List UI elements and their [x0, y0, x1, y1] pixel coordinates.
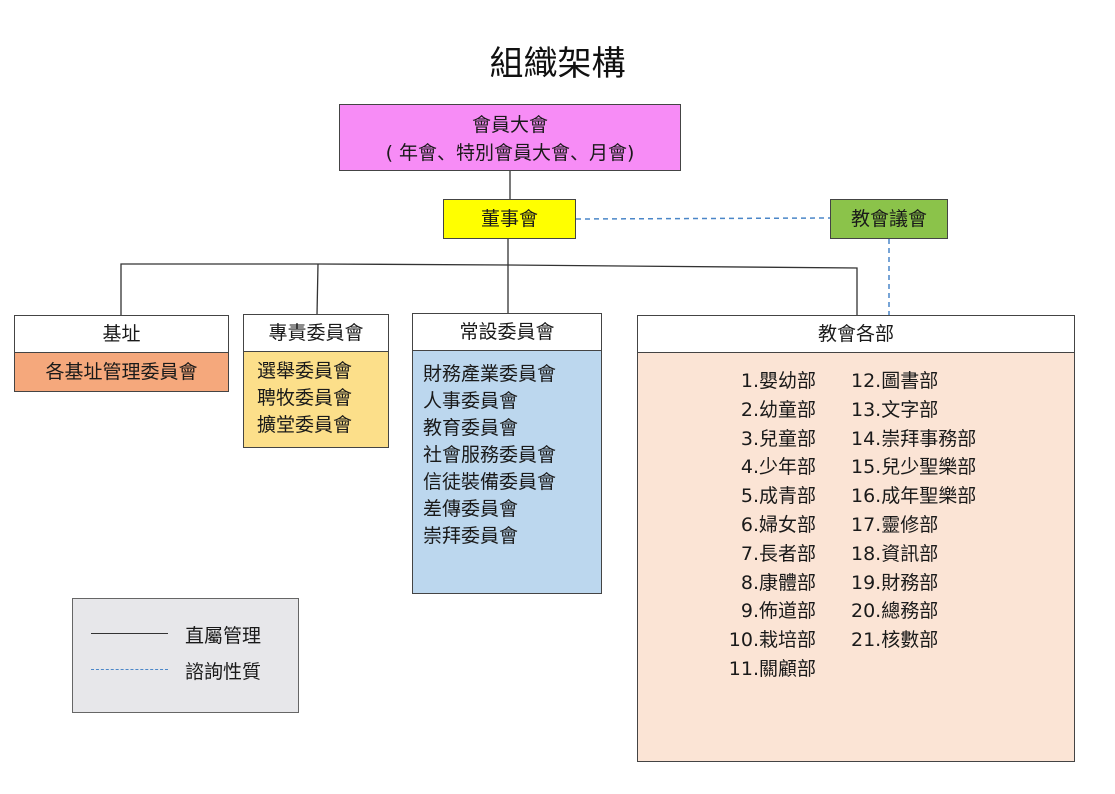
- board-box: 董事會: [443, 199, 576, 239]
- list-item: 9.佈道部: [740, 600, 816, 623]
- list-item: 16.成年聖樂部: [851, 485, 977, 508]
- list-item: 19.財務部: [851, 571, 939, 594]
- list-item: 人事委員會: [423, 390, 519, 412]
- list-item: 8.康體部: [740, 571, 816, 594]
- list-item: 13.文字部: [851, 398, 939, 421]
- site-header: 基址: [14, 315, 229, 353]
- list-item: 信徒裝備委員會: [423, 471, 557, 493]
- assembly-subtitle: ( 年會、特別會員大會、月會): [385, 142, 635, 164]
- list-item: 18.資訊部: [851, 542, 939, 565]
- list-item: 崇拜委員會: [423, 525, 519, 547]
- assembly-title: 會員大會: [471, 114, 548, 136]
- direct-line-swatch: [91, 633, 168, 634]
- list-item: 1.嬰幼部: [740, 370, 816, 392]
- list-item: 4.少年部: [740, 456, 816, 479]
- list-item: 財務產業委員會: [423, 363, 557, 385]
- list-item: 社會服務委員會: [423, 444, 557, 466]
- departments-header: 教會各部: [637, 315, 1075, 353]
- list-item: 14.崇拜事務部: [851, 427, 977, 450]
- list-item: 15.兒少聖樂部: [851, 456, 977, 479]
- list-item: 聘牧委員會: [257, 387, 353, 409]
- site-management-box: 各基址管理委員會: [14, 352, 229, 392]
- branch-horizontal-line: [120, 263, 858, 315]
- list-item: 21.核數部: [851, 629, 939, 652]
- list-item: 11.關顧部: [728, 657, 816, 680]
- page-title: 組織架構: [489, 44, 626, 84]
- legend-advisory-label: 諮詢性質: [185, 661, 262, 683]
- list-item: 擴堂委員會: [257, 414, 353, 436]
- departments-column-2: 12.圖書部 13.文字部 14.崇拜事務部 15.兒少聖樂部 16.成年聖樂部…: [851, 367, 976, 655]
- list-item: 6.婦女部: [740, 513, 816, 536]
- legend: 直屬管理 諮詢性質: [72, 598, 299, 713]
- list-item: 選舉委員會: [257, 360, 353, 382]
- legend-direct-label: 直屬管理: [185, 625, 262, 647]
- list-item: 12.圖書部: [851, 370, 939, 392]
- branch-to-special-line: [316, 263, 319, 316]
- list-item: 7.長者部: [740, 542, 816, 565]
- list-item: 3.兒童部: [740, 427, 816, 450]
- list-item: 教育委員會: [423, 417, 519, 439]
- standing-committees-list: 財務產業委員會 人事委員會 教育委員會 社會服務委員會 信徒裝備委員會 差傳委員…: [412, 350, 602, 594]
- church-council-box: 教會議會: [830, 199, 948, 239]
- list-item: 20.總務部: [851, 600, 939, 623]
- list-item: 17.靈修部: [851, 513, 939, 536]
- list-item: 2.幼童部: [740, 398, 816, 421]
- special-committees-header: 專責委員會: [243, 314, 389, 352]
- special-committees-list: 選舉委員會 聘牧委員會 擴堂委員會: [243, 351, 389, 448]
- departments-list: 1.嬰幼部 2.幼童部 3.兒童部 4.少年部 5.成青部 6.婦女部 7.長者…: [637, 352, 1075, 762]
- list-item: 差傳委員會: [423, 498, 519, 520]
- board-council-advisory-line: [575, 217, 831, 220]
- list-item: 10.栽培部: [728, 629, 816, 652]
- departments-column-1: 1.嬰幼部 2.幼童部 3.兒童部 4.少年部 5.成青部 6.婦女部 7.長者…: [638, 367, 816, 684]
- list-item: 5.成青部: [740, 485, 816, 508]
- standing-committees-header: 常設委員會: [412, 313, 602, 351]
- members-assembly-box: 會員大會 ( 年會、特別會員大會、月會): [339, 104, 681, 171]
- advisory-line-swatch: [91, 669, 168, 670]
